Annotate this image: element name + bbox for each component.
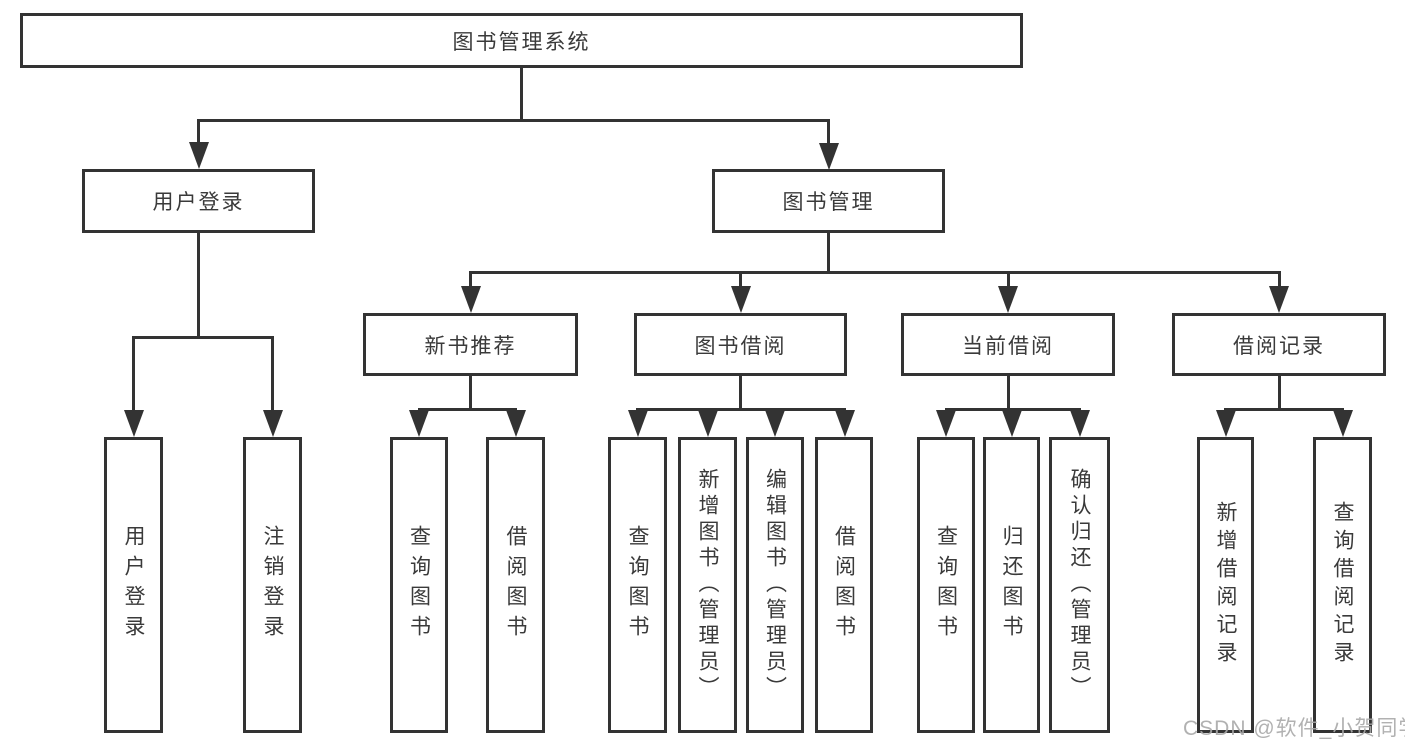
connector-drop	[1006, 271, 1010, 289]
node-leaf-recommend-borrow-books: 借阅图书	[486, 437, 545, 733]
arrowhead-icon	[409, 410, 429, 437]
node-book-management: 图书管理	[712, 169, 945, 233]
node-leaf-current-query-books-label: 查询图书	[934, 525, 958, 645]
arrowhead-icon	[765, 410, 785, 437]
connector-stem	[469, 376, 472, 408]
node-book-management-label: 图书管理	[782, 191, 875, 214]
node-leaf-record-add-label: 新增借阅记录	[1214, 501, 1237, 669]
node-leaf-borrowing-borrow-books-label: 借阅图书	[832, 525, 856, 645]
node-current-borrowing-label: 当前借阅	[962, 334, 1054, 358]
node-leaf-recommend-borrow-books-label: 借阅图书	[504, 525, 527, 645]
connector-drop	[132, 336, 135, 412]
arrowhead-icon	[188, 142, 209, 169]
arrowhead-icon	[1269, 286, 1289, 313]
node-root-label: 图书管理系统	[452, 30, 591, 54]
node-borrowing-records: 借阅记录	[1172, 313, 1386, 376]
node-leaf-record-add: 新增借阅记录	[1197, 437, 1254, 733]
node-leaf-current-confirm-return-label: 确认归还（管理员）	[1068, 468, 1091, 702]
node-leaf-current-return-books-label: 归还图书	[1000, 525, 1023, 645]
node-leaf-borrowing-add-books-label: 新增图书（管理员）	[696, 468, 719, 702]
arrowhead-icon	[1069, 410, 1090, 437]
node-book-borrowing-label: 图书借阅	[694, 334, 787, 358]
watermark: CSDN @软件_小贺同学	[1183, 717, 1405, 740]
connector-branch	[417, 408, 517, 411]
node-leaf-borrowing-query-books-label: 查询图书	[626, 525, 649, 645]
node-new-book-recommend: 新书推荐	[363, 313, 578, 376]
connector-branch	[1224, 408, 1344, 411]
arrowhead-icon	[936, 410, 956, 437]
node-leaf-recommend-query-books-label: 查询图书	[407, 525, 431, 645]
arrowhead-icon	[460, 286, 481, 313]
arrowhead-icon	[834, 410, 855, 437]
node-leaf-borrowing-edit-books-label: 编辑图书（管理员）	[763, 468, 787, 702]
arrowhead-icon	[1332, 410, 1353, 437]
arrowhead-icon	[505, 410, 526, 437]
node-book-borrowing: 图书借阅	[634, 313, 847, 376]
arrowhead-icon	[627, 410, 648, 437]
arrowhead-icon	[697, 410, 718, 437]
arrowhead-icon	[1001, 410, 1022, 437]
connector-drop	[827, 119, 830, 145]
node-leaf-borrowing-edit-books: 编辑图书（管理员）	[746, 437, 804, 733]
connector-drop	[271, 336, 274, 412]
node-leaf-current-return-books: 归还图书	[983, 437, 1040, 733]
connector-drop	[1277, 271, 1281, 289]
arrowhead-icon	[818, 143, 839, 170]
node-leaf-recommend-query-books: 查询图书	[390, 437, 448, 733]
connector-branch	[132, 336, 274, 339]
connector-drop	[469, 271, 472, 289]
node-leaf-borrowing-add-books: 新增图书（管理员）	[678, 437, 737, 733]
node-leaf-current-confirm-return: 确认归还（管理员）	[1049, 437, 1110, 733]
node-current-borrowing: 当前借阅	[901, 313, 1115, 376]
node-leaf-record-query: 查询借阅记录	[1313, 437, 1372, 733]
connector-stem	[520, 68, 523, 119]
node-leaf-logout-label: 注销登录	[261, 525, 284, 645]
node-leaf-current-query-books: 查询图书	[917, 437, 975, 733]
arrowhead-icon	[123, 410, 144, 437]
connector-drop	[197, 119, 200, 145]
connector-stem	[1006, 376, 1010, 408]
node-leaf-user-login: 用户登录	[104, 437, 163, 733]
node-leaf-user-login-label: 用户登录	[122, 525, 145, 645]
node-new-book-recommend-label: 新书推荐	[424, 334, 517, 358]
node-borrowing-records-label: 借阅记录	[1233, 334, 1325, 358]
connector-stem	[1277, 376, 1281, 408]
connector-branch	[636, 408, 846, 411]
connector-stem	[197, 233, 200, 336]
arrowhead-icon	[730, 286, 751, 313]
arrowhead-icon	[998, 286, 1018, 313]
connector-stem	[739, 376, 742, 408]
node-leaf-record-query-label: 查询借阅记录	[1331, 501, 1354, 669]
node-user-login: 用户登录	[82, 169, 315, 233]
connector-branch	[197, 119, 830, 122]
node-root: 图书管理系统	[20, 13, 1023, 68]
arrowhead-icon	[262, 410, 283, 437]
node-leaf-borrowing-borrow-books: 借阅图书	[815, 437, 873, 733]
connector-stem	[827, 233, 830, 271]
connector-drop	[739, 271, 742, 289]
connector-branch	[469, 271, 1281, 274]
node-user-login-label: 用户登录	[152, 191, 245, 214]
arrowhead-icon	[1215, 410, 1236, 437]
node-leaf-borrowing-query-books: 查询图书	[608, 437, 667, 733]
node-leaf-logout: 注销登录	[243, 437, 302, 733]
